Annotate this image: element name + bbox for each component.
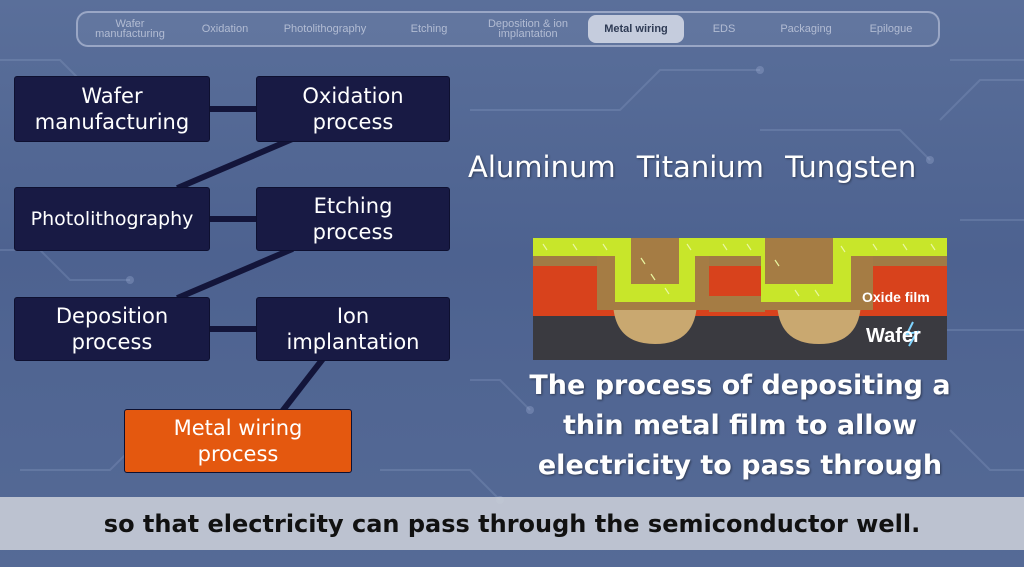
subtitle-text: so that electricity can pass through the… — [103, 509, 921, 538]
flow-label: Photolithography — [30, 208, 194, 230]
subtitle-bar: so that electricity can pass through the… — [0, 497, 1024, 550]
metals-heading: Aluminum Titanium Tungsten — [468, 150, 917, 184]
flow-box-deposition-process: Deposition process — [14, 297, 210, 361]
tab-packaging[interactable]: Packaging — [780, 23, 832, 35]
flow-box-oxidation-process: Oxidation process — [256, 76, 450, 142]
tab-oxidation[interactable]: Oxidation — [201, 23, 249, 35]
tab-epilogue[interactable]: Epilogue — [869, 23, 913, 35]
process-description: The process of depositing a thin metal f… — [529, 370, 951, 481]
flow-label: Ion implantation — [286, 304, 420, 354]
flow-label: Oxidation process — [302, 84, 404, 134]
tab-etching[interactable]: Etching — [410, 23, 448, 35]
tab-metal-wiring[interactable]: Metal wiring — [588, 15, 684, 43]
flow-box-ion-implantation: Ion implantation — [256, 297, 450, 361]
flow-label: Wafer manufacturing — [34, 84, 190, 134]
oxide-film-label: Oxide film — [862, 289, 930, 305]
flow-box-wafer-manufacturing: Wafer manufacturing — [14, 76, 210, 142]
flow-box-photolithography: Photolithography — [14, 187, 210, 251]
tab-photolithography[interactable]: Photolithography — [283, 23, 367, 35]
flow-label: Deposition process — [55, 304, 169, 354]
tab-deposition-ion-implantation[interactable]: Deposition & ion implantation — [487, 18, 569, 40]
flow-box-etching-process: Etching process — [256, 187, 450, 251]
flow-label: Etching process — [312, 194, 394, 244]
flow-box-metal-wiring-process: Metal wiring process — [124, 409, 352, 473]
tab-eds[interactable]: EDS — [712, 23, 736, 35]
flow-label: Metal wiring process — [173, 416, 303, 466]
metal-wiring-cross-section — [533, 238, 947, 360]
tab-wafer-manufacturing[interactable]: Wafer manufacturing — [95, 18, 165, 40]
process-tab-bar: Wafer manufacturing Oxidation Photolitho… — [76, 11, 940, 47]
wafer-label: Wafer — [866, 325, 921, 347]
